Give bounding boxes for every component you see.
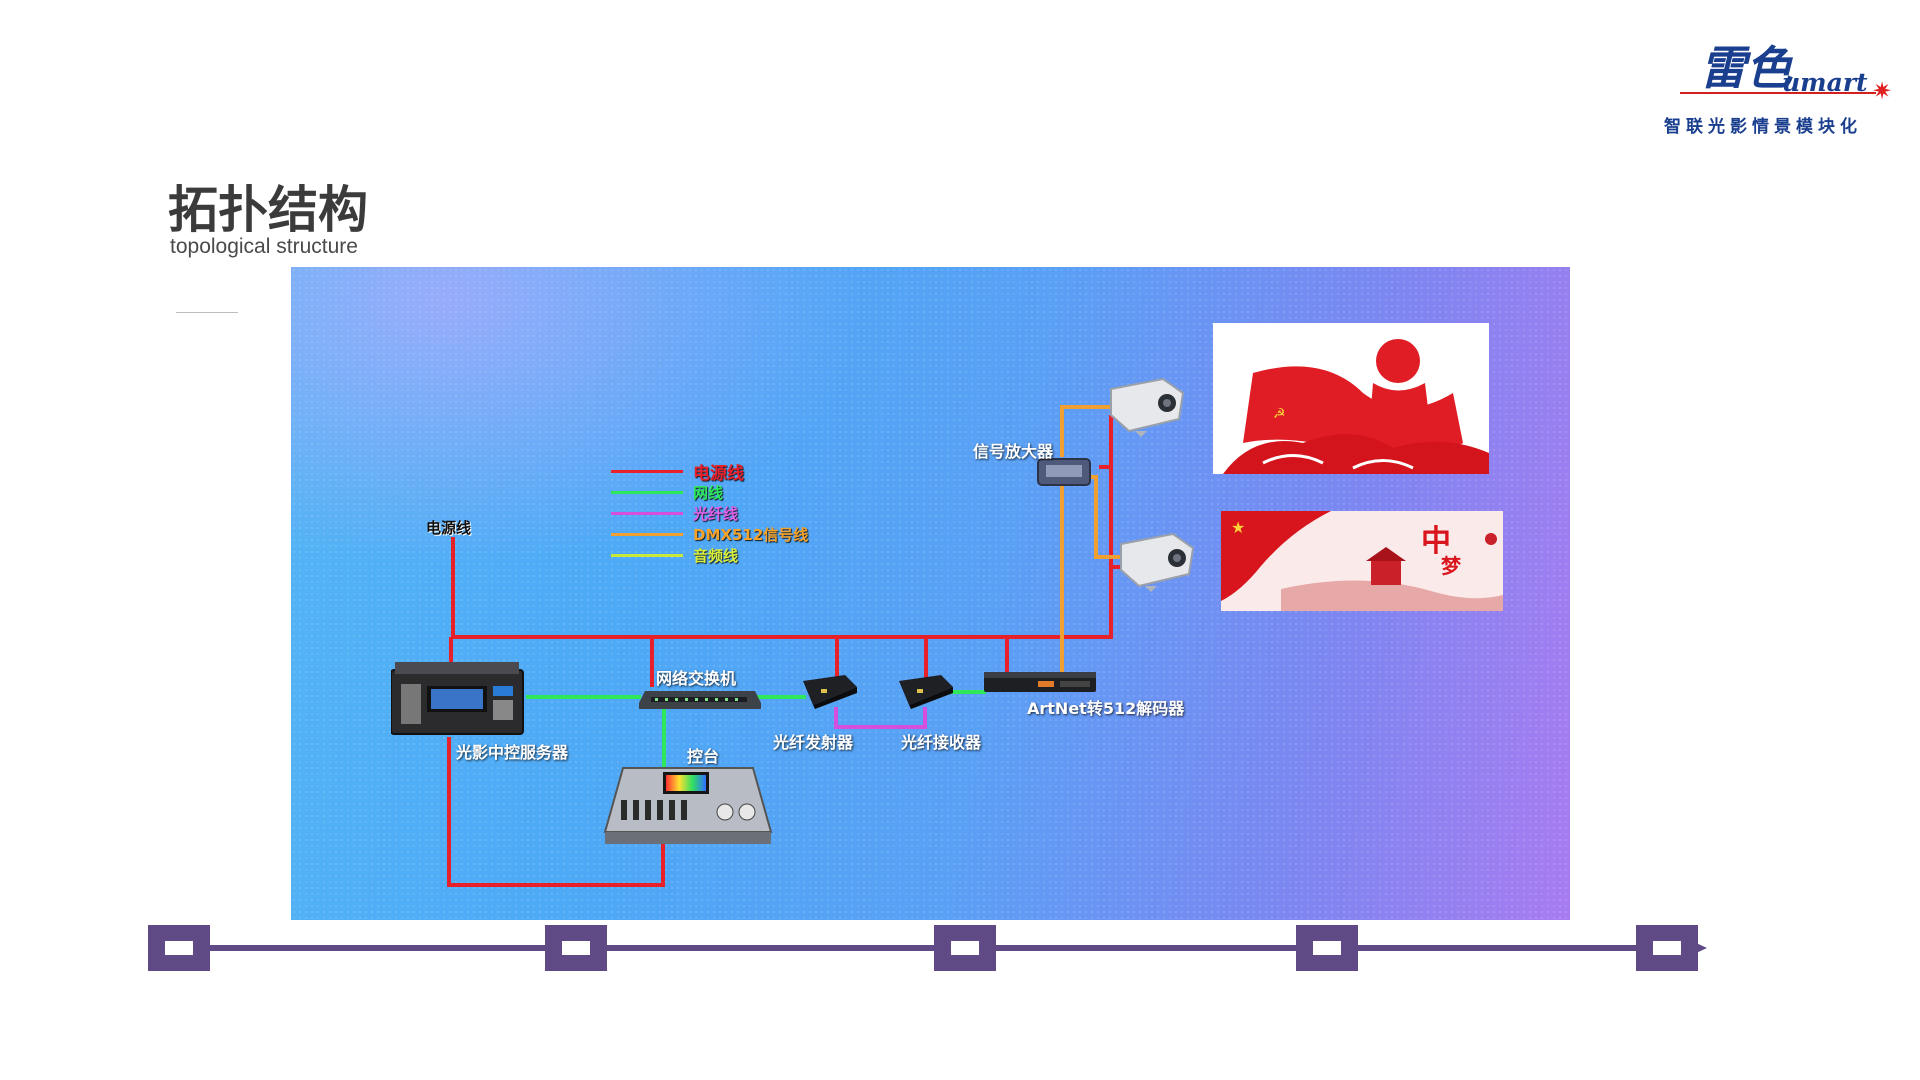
legend-audio: 音频线	[611, 545, 738, 565]
decoder-label: ArtNet转512解码器	[1027, 699, 1185, 718]
projector-2-icon	[1120, 532, 1195, 592]
logo-star-icon: ✷	[1872, 77, 1893, 105]
timeline-track	[168, 945, 1688, 951]
server-icon	[391, 662, 524, 735]
legend-power-swatch	[611, 469, 683, 473]
amplifier-label: 信号放大器	[973, 442, 1054, 461]
dmx-wire-projector-1	[1060, 405, 1126, 457]
legend-network-label: 网线	[693, 483, 724, 502]
china-dream-artwork: ★ 中 梦	[1221, 511, 1503, 611]
legend-network-swatch	[611, 490, 683, 494]
timeline	[148, 925, 1758, 971]
legend-fiber: 光纤线	[611, 503, 738, 523]
projection-image-2: ★ 中 梦	[1221, 511, 1503, 611]
topology-wires	[447, 405, 1131, 887]
legend-fiber-label: 光纤线	[693, 504, 739, 523]
brand-slogan: 智联光影情景模块化	[1664, 117, 1862, 137]
legend-power: 电源线	[611, 461, 744, 484]
svg-text:★: ★	[1231, 518, 1245, 537]
switch-label: 网络交换机	[656, 669, 737, 688]
red-papercut-artwork: ☭	[1223, 339, 1489, 474]
decoder-icon	[984, 672, 1096, 692]
projector-1-icon	[1110, 377, 1185, 437]
legend-fiber-swatch	[611, 511, 683, 515]
timeline-node	[934, 925, 996, 971]
svg-text:☭: ☭	[1273, 406, 1286, 422]
logo-underline	[1680, 92, 1876, 94]
fiber-transmitter-label: 光纤发射器	[773, 733, 854, 752]
topology-diagram-panel: 电源线 网线 光纤线 DMX512信号线 音频线 电源线	[291, 267, 1570, 920]
legend-audio-label: 音频线	[693, 546, 739, 565]
fiber-wire	[834, 707, 927, 729]
timeline-node	[545, 925, 607, 971]
svg-text:梦: 梦	[1441, 554, 1462, 578]
network-switch-icon	[639, 691, 761, 709]
dmx-wire-projector-2	[1088, 475, 1126, 559]
server-label: 光影中控服务器	[456, 743, 569, 762]
page-subtitle: topological structure	[170, 235, 358, 258]
dmx-wires	[1060, 405, 1126, 677]
svg-text:中: 中	[1421, 524, 1451, 559]
console-label: 控台	[687, 747, 720, 766]
power-wire-console-loop	[447, 737, 665, 887]
legend-network: 网线	[611, 482, 723, 502]
title-divider	[176, 312, 238, 313]
legend-power-label: 电源线	[693, 463, 744, 484]
legend-dmx-swatch	[611, 532, 683, 536]
signal-amplifier-icon	[1037, 458, 1091, 486]
fiber-receiver-label: 光纤接收器	[901, 733, 982, 752]
timeline-node	[1636, 925, 1698, 971]
fiber-transmitter-icon	[803, 675, 857, 709]
timeline-node	[1296, 925, 1358, 971]
network-wires	[526, 690, 986, 767]
brand-logo: 雷色 umart ✷ 智联光影情景模块化	[1660, 30, 1910, 140]
power-wires	[447, 415, 1131, 887]
logo-script-text: 雷色	[1700, 41, 1792, 95]
projection-image-1: ☭	[1213, 323, 1489, 474]
lighting-console-icon	[603, 767, 773, 844]
page-title: 拓扑结构	[168, 181, 368, 239]
power-source-label: 电源线	[426, 519, 472, 537]
legend-dmx: DMX512信号线	[611, 524, 808, 544]
legend-dmx-label: DMX512信号线	[693, 525, 809, 544]
timeline-node	[148, 925, 210, 971]
legend-audio-swatch	[611, 553, 683, 557]
fiber-receiver-icon	[899, 675, 953, 709]
